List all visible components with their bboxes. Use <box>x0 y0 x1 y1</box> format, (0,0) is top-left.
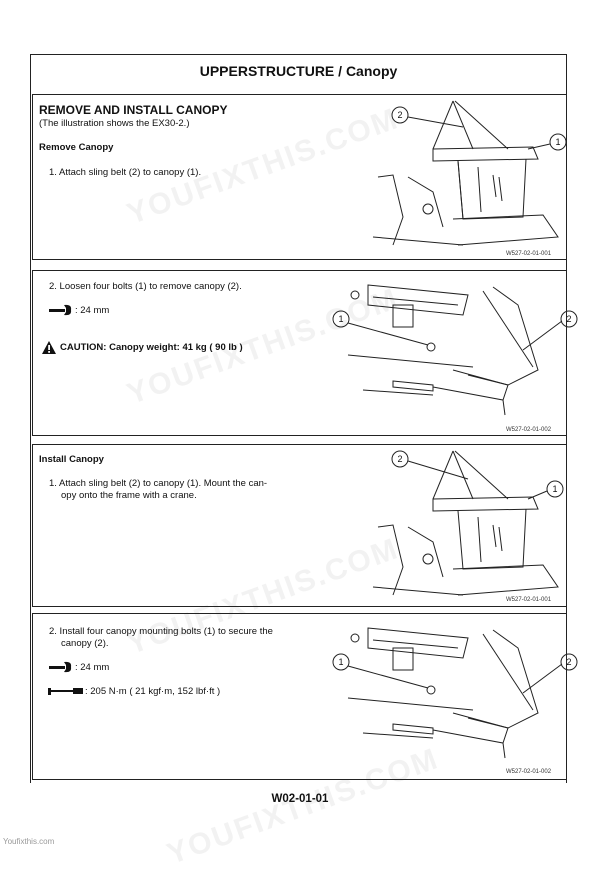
caution-text: CAUTION: Canopy weight: 41 kg ( 90 lb ) <box>60 342 243 353</box>
panel-loosen-bolts: 2. Loosen four bolts (1) to remove canop… <box>32 270 578 436</box>
torque-spec: : 205 N·m ( 21 kgf·m, 152 lbf·ft ) <box>85 686 221 697</box>
wrench-size: : 24 mm <box>75 305 110 316</box>
torque-wrench-icon <box>48 688 83 695</box>
section-heading: REMOVE AND INSTALL CANOPY <box>39 103 228 117</box>
page-title: UPPERSTRUCTURE / Canopy <box>199 63 398 79</box>
figure-code: W527-02-01-001 <box>506 251 552 257</box>
section-note: (The illustration shows the EX30-2.) <box>39 118 190 129</box>
step-text: 2. Loosen four bolts (1) to remove canop… <box>49 281 242 292</box>
step-text-line2: opy onto the frame with a crane. <box>61 490 197 501</box>
callout-2: 2 <box>566 314 571 324</box>
wrench-icon <box>49 304 72 316</box>
panel-remove-install-canopy: REMOVE AND INSTALL CANOPY (The illustrat… <box>32 94 567 260</box>
panel-install-canopy: Install Canopy 1. Attach sling belt (2) … <box>32 444 567 607</box>
canopy-bolts-illustration: 1 2 <box>332 284 578 416</box>
wrench-icon <box>49 661 72 673</box>
canopy-sling-illustration: 2 1 <box>372 450 564 596</box>
step-text: 1. Attach sling belt (2) to canopy (1). <box>49 167 202 178</box>
callout-1: 1 <box>338 657 343 667</box>
callout-2: 2 <box>566 657 571 667</box>
caution-icon <box>42 341 56 354</box>
callout-2: 2 <box>397 110 402 120</box>
wrench-size: : 24 mm <box>75 662 110 673</box>
callout-1: 1 <box>552 484 557 494</box>
callout-1: 1 <box>555 137 560 147</box>
site-credit: Youfixthis.com <box>3 837 55 846</box>
callout-2: 2 <box>397 454 402 464</box>
figure-code: W527-02-01-001 <box>506 597 552 603</box>
callout-1: 1 <box>338 314 343 324</box>
figure-code: W527-02-01-002 <box>506 427 552 433</box>
step-text-line2: canopy (2). <box>61 638 109 649</box>
figure-code: W527-02-01-002 <box>506 769 552 775</box>
step-text-line1: 1. Attach sling belt (2) to canopy (1). … <box>49 478 268 489</box>
canopy-sling-illustration: 2 1 <box>372 100 567 246</box>
page-code: W02-01-01 <box>271 793 329 805</box>
step-text-line1: 2. Install four canopy mounting bolts (1… <box>49 626 273 637</box>
subheading-install: Install Canopy <box>39 454 104 465</box>
subheading-remove: Remove Canopy <box>39 142 114 153</box>
canopy-bolts-illustration: 1 2 <box>332 627 578 759</box>
panel-install-bolts: 2. Install four canopy mounting bolts (1… <box>32 613 578 780</box>
